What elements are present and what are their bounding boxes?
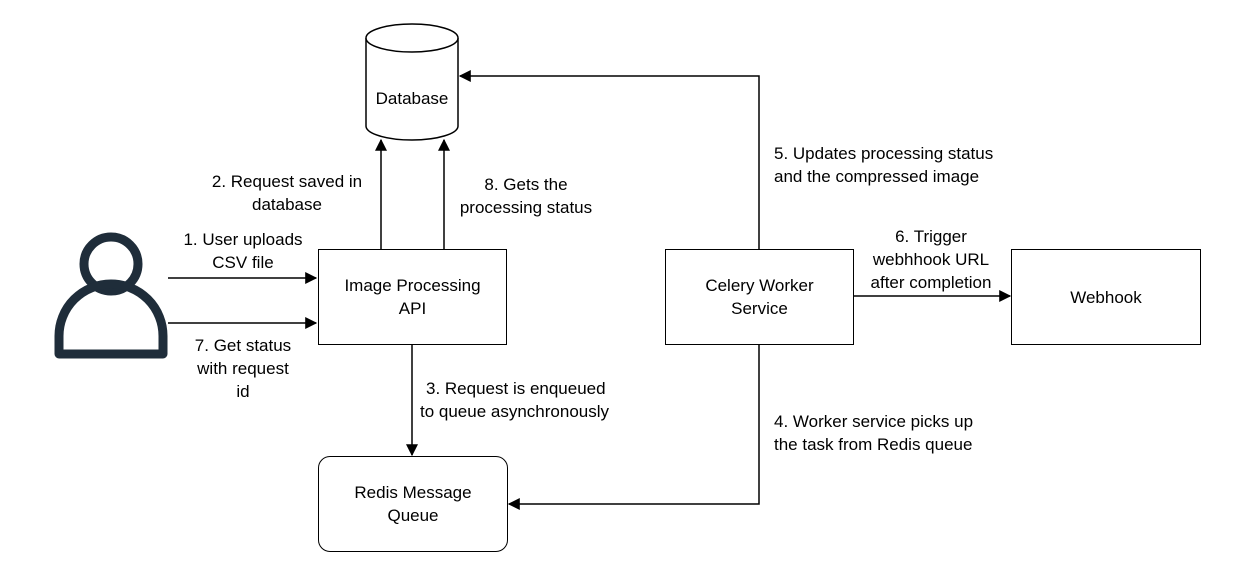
edge-7-label-line3: id — [236, 382, 250, 401]
api-label-line2: API — [398, 299, 427, 318]
edge-7-label: 7. Get status with request id — [170, 334, 316, 403]
edge-2-label: 2. Request saved in database — [194, 170, 380, 216]
webhook-label: Webhook — [1070, 287, 1142, 307]
database-label: Database — [375, 89, 449, 108]
api-label-line1: Image Processing — [344, 276, 481, 295]
queue-label-line2: Queue — [387, 506, 439, 525]
edge-6-label-line1: 6. Trigger — [895, 227, 967, 246]
edge-8-label-line1: 8. Gets the — [484, 175, 568, 194]
edge-1-label-line2: CSV file — [212, 253, 274, 272]
user-icon — [54, 232, 168, 359]
edge-2-label-line2: database — [252, 195, 322, 214]
edge-5-update-status — [458, 70, 760, 249]
worker-label-line1: Celery Worker — [705, 276, 814, 295]
edge-3-label-line2: to queue asynchronously — [420, 402, 610, 421]
edge-4-label: 4. Worker service picks up the task from… — [774, 410, 973, 456]
edge-3-label: 3. Request is enqueued to queue asynchro… — [420, 377, 609, 423]
edge-8-label-line2: processing status — [459, 198, 593, 217]
edge-7-label-line2: with request — [197, 359, 289, 378]
edge-4-label-line2: the task from Redis queue — [774, 435, 973, 454]
database-cylinder — [365, 23, 459, 141]
edge-6-label-line2: webhhook URL — [872, 250, 990, 269]
queue-label-line1: Redis Message — [354, 483, 472, 502]
edge-6-label-line3: after completion — [870, 273, 992, 292]
edge-8-label: 8. Gets the processing status — [446, 173, 606, 219]
webhook-node: Webhook — [1011, 249, 1201, 345]
edge-5-label-line2: and the compressed image — [774, 167, 980, 186]
edge-1-label-line1: 1. User uploads — [183, 230, 303, 249]
edge-4-label-line1: 4. Worker service picks up — [774, 412, 974, 431]
edge-3-label-line1: 3. Request is enqueued — [426, 379, 606, 398]
edge-2-label-line1: 2. Request saved in — [211, 172, 363, 191]
edge-5-label: 5. Updates processing status and the com… — [774, 142, 993, 188]
edge-7-label-line1: 7. Get status — [194, 336, 292, 355]
edge-1-label: 1. User uploads CSV file — [168, 228, 318, 274]
edge-6-label: 6. Trigger webhhook URL after completion — [856, 225, 1006, 294]
edge-4-worker-pickup — [507, 345, 760, 510]
worker-label-line2: Service — [731, 299, 788, 318]
edge-5-label-line1: 5. Updates processing status — [774, 144, 994, 163]
